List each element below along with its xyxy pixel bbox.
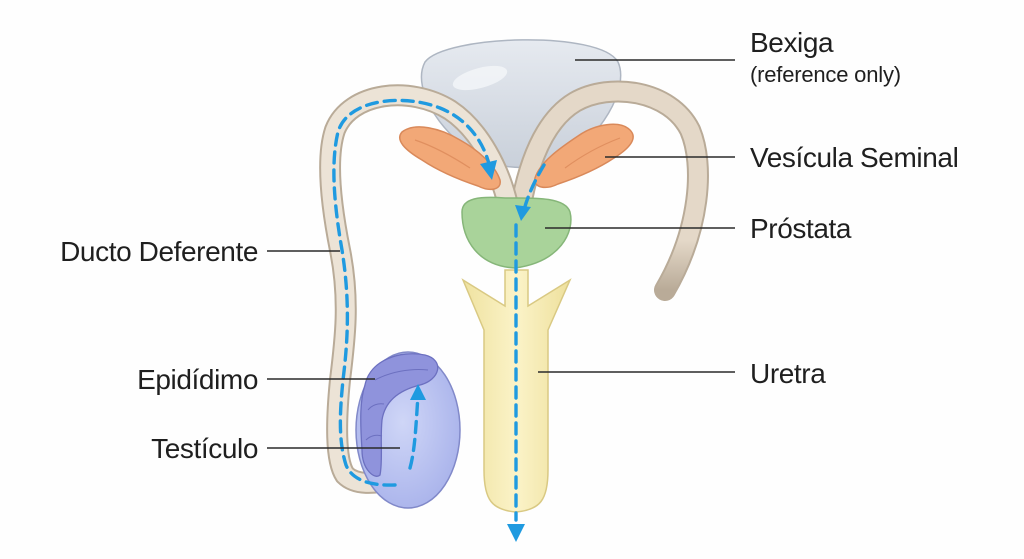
flow-arrowhead-urethra [507,524,525,542]
seminal-vesicle-left [399,126,501,191]
label-vas-deferens: Ducto Deferente [60,236,258,267]
flow-path-testicle [408,393,420,470]
leader-lines [267,59,735,449]
epididymis [360,353,439,477]
seminal-vesicle-right [534,123,634,189]
flow-path-seminal [522,163,546,212]
flow-arrowhead-vas [480,160,497,180]
label-bladder: Bexiga [750,27,834,58]
sperm-flow-arrows [332,98,546,542]
label-seminal-vesicle: Vesícula Seminal [750,142,958,173]
label-urethra: Uretra [750,358,826,389]
label-testicle: Testículo [151,433,258,464]
label-epididymis: Epidídimo [137,364,258,395]
flow-arrowhead-seminal [515,205,531,221]
vas-deferens-right [511,80,709,301]
labels: Bexiga (reference only) Vesícula Seminal… [60,27,959,464]
label-bladder-note: (reference only) [750,62,901,87]
label-prostate: Próstata [750,213,852,244]
flow-arrowhead-testicle [410,384,426,400]
flow-path-vas-deferens [332,98,492,487]
vas-deferens-left [319,84,519,494]
